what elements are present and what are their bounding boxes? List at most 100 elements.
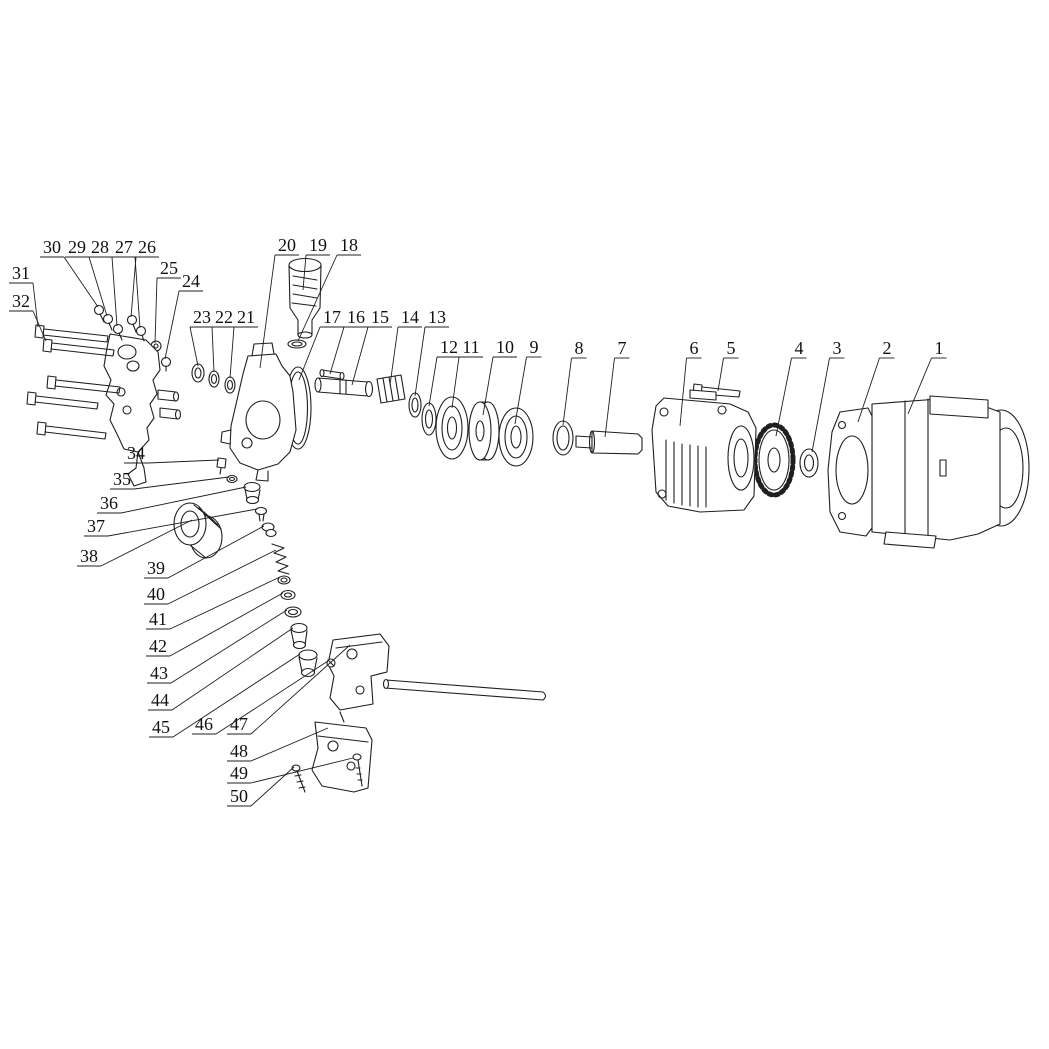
part-number-8: 8 [575, 338, 584, 358]
leader-line-15 [351, 326, 369, 386]
part-35-ring [226, 474, 238, 484]
part-2-motor-bracket [827, 407, 873, 537]
part-number-27: 27 [115, 237, 133, 257]
part-number-35: 35 [113, 469, 131, 489]
part-14-spring [376, 374, 406, 404]
part-number-46: 46 [195, 714, 213, 734]
leader-line-44 [171, 627, 294, 711]
part-45-outlet-fitting [298, 649, 318, 678]
part-32-bolt [42, 338, 115, 357]
leader-line-18 [297, 254, 338, 342]
leader-line-41 [169, 576, 281, 630]
leader-line-40 [167, 549, 277, 605]
leader-line-7 [604, 357, 615, 438]
part-number-20: 20 [278, 235, 296, 255]
part-bolt-lower-1 [46, 375, 121, 394]
part-19-outlet-cylinder [288, 257, 322, 339]
part-number-30: 30 [43, 237, 61, 257]
leader-line-47 [250, 644, 351, 735]
part-number-45: 45 [152, 717, 170, 737]
leader-line-30 [63, 256, 99, 308]
leader-line-12 [428, 356, 438, 407]
part-number-6: 6 [690, 338, 699, 358]
leader-line-39 [167, 525, 265, 579]
leader-line-8 [562, 357, 572, 426]
part-10-wobble-plate [468, 401, 500, 461]
part-number-29: 29 [68, 237, 86, 257]
leader-line-24 [164, 290, 180, 360]
part-43-o-ring [284, 606, 302, 618]
part-bolt-lower-3 [36, 421, 107, 440]
part-49-screw [352, 753, 363, 787]
leader-line-16 [329, 326, 345, 375]
part-manifold-body [103, 333, 182, 487]
leader-line-11 [451, 356, 460, 409]
part-number-23: 23 [193, 307, 211, 327]
part-connecting-rod [382, 678, 547, 701]
leader-line-32 [32, 310, 47, 342]
leader-line-50 [250, 766, 295, 807]
part-number-43: 43 [150, 663, 168, 683]
part-4-gear [752, 422, 796, 498]
part-number-41: 41 [149, 609, 167, 629]
leader-line-26 [134, 256, 141, 329]
part-41-washer [277, 575, 291, 585]
part-39-fitting [261, 522, 277, 538]
part-number-47: 47 [230, 714, 248, 734]
part-38-hose-coupling [173, 502, 223, 559]
part-23-washer [191, 363, 205, 383]
part-number-4: 4 [795, 338, 804, 358]
part-number-17: 17 [323, 307, 341, 327]
part-21-washer [224, 376, 236, 394]
part-46-screw [326, 658, 336, 668]
leader-line-6 [679, 357, 687, 427]
leader-line-2 [857, 357, 880, 423]
part-number-31: 31 [12, 263, 30, 283]
part-50-screw [291, 764, 306, 793]
leader-line-34 [147, 459, 220, 464]
part-number-40: 40 [147, 584, 165, 604]
part-24-plug [160, 356, 172, 372]
part-number-11: 11 [462, 337, 479, 357]
part-12-washer [421, 402, 437, 436]
leader-line-29 [88, 256, 108, 317]
part-number-12: 12 [440, 337, 458, 357]
leader-line-43 [170, 609, 288, 684]
diagram-artwork [26, 257, 1030, 793]
leader-line-42 [169, 592, 284, 657]
part-26-cap [135, 325, 147, 342]
part-number-1: 1 [935, 338, 944, 358]
part-47-trigger-bracket [327, 633, 390, 711]
leader-line-1 [907, 357, 932, 415]
part-16-pin [319, 368, 345, 381]
leader-line-23 [189, 326, 199, 367]
leader-line-48 [250, 727, 329, 762]
part-number-24: 24 [182, 271, 200, 291]
part-number-50: 50 [230, 786, 248, 806]
part-36-valve [243, 481, 261, 505]
part-3-washer [799, 448, 819, 478]
part-48-mounting-bracket [311, 711, 373, 793]
part-8-ring [552, 420, 574, 456]
part-number-48: 48 [230, 741, 248, 761]
part-1-motor [861, 395, 1030, 549]
part-number-10: 10 [496, 337, 514, 357]
part-number-28: 28 [91, 237, 109, 257]
leader-line-46 [215, 660, 329, 735]
part-28-cap [112, 323, 124, 341]
leader-line-14 [389, 326, 399, 386]
part-number-26: 26 [138, 237, 156, 257]
leader-line-19 [302, 254, 307, 291]
part-number-22: 22 [215, 307, 233, 327]
part-number-19: 19 [309, 235, 327, 255]
leader-line-20 [259, 254, 276, 369]
part-number-13: 13 [428, 307, 446, 327]
part-27-cap [126, 314, 138, 333]
part-number-34: 34 [127, 443, 145, 463]
leader-line-4 [775, 357, 792, 437]
leader-line-17 [298, 326, 321, 381]
leader-line-36 [120, 486, 247, 514]
leader-line-9 [514, 356, 527, 425]
